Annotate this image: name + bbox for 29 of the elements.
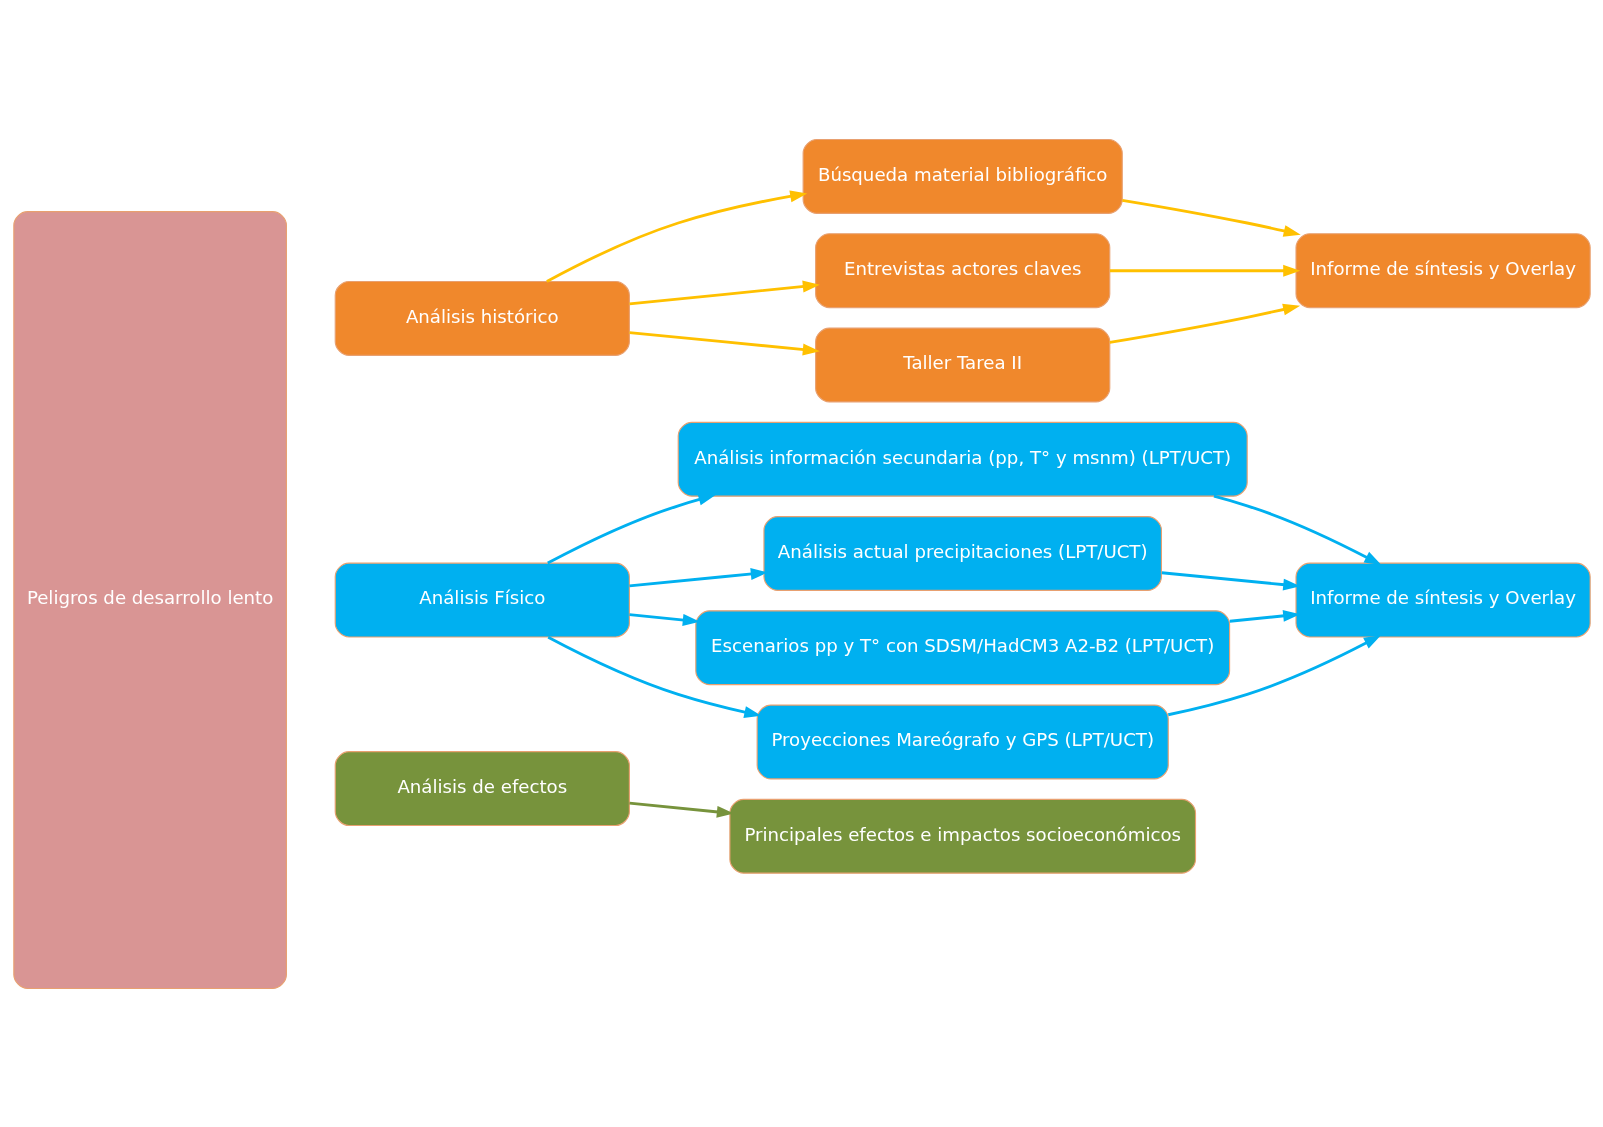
node-box: Escenarios pp y T° con SDSM/HadCM3 A2-B2 (LPT/UCT) [694,609,1230,685]
node-box: Análisis de efectos [334,750,630,826]
node-box: Análisis actual precipitaciones (LPT/UCT) [762,515,1162,591]
arrow [628,330,820,355]
node-box: Proyecciones Mareógrafo y GPS (LPT/UCT) [756,704,1169,779]
arrow [1161,570,1300,591]
node-box: Búsqueda material bibliográfico [802,138,1123,214]
arrow [1229,609,1300,623]
arrow [546,493,716,564]
node-box: Análisis información secundaria (pp, T° y msnm) (LPT/UCT) [677,421,1248,497]
node-box: Informe de síntesis y Overlay [1294,562,1591,638]
node-box: Informe de síntesis y Overlay [1294,232,1591,308]
node-box: Peligros de desarrollo lento [12,210,287,989]
arrow [1109,264,1300,277]
arrow [628,612,700,626]
arrow [1167,634,1381,716]
node-box: Análisis Físico [334,562,630,638]
node-box: Entrevistas actores claves [814,232,1110,308]
arrow [1121,198,1301,237]
arrow [547,635,761,718]
node-box: Principales efectos e impactos socioeconómicos [728,798,1196,874]
arrow [1213,494,1381,565]
arrow [545,189,807,283]
arrow [628,280,820,305]
arrow [1109,303,1300,344]
arrow [628,567,768,587]
node-box: Taller Tarea II [814,327,1110,402]
arrow [628,801,734,818]
node-box: Análisis histórico [334,280,630,356]
